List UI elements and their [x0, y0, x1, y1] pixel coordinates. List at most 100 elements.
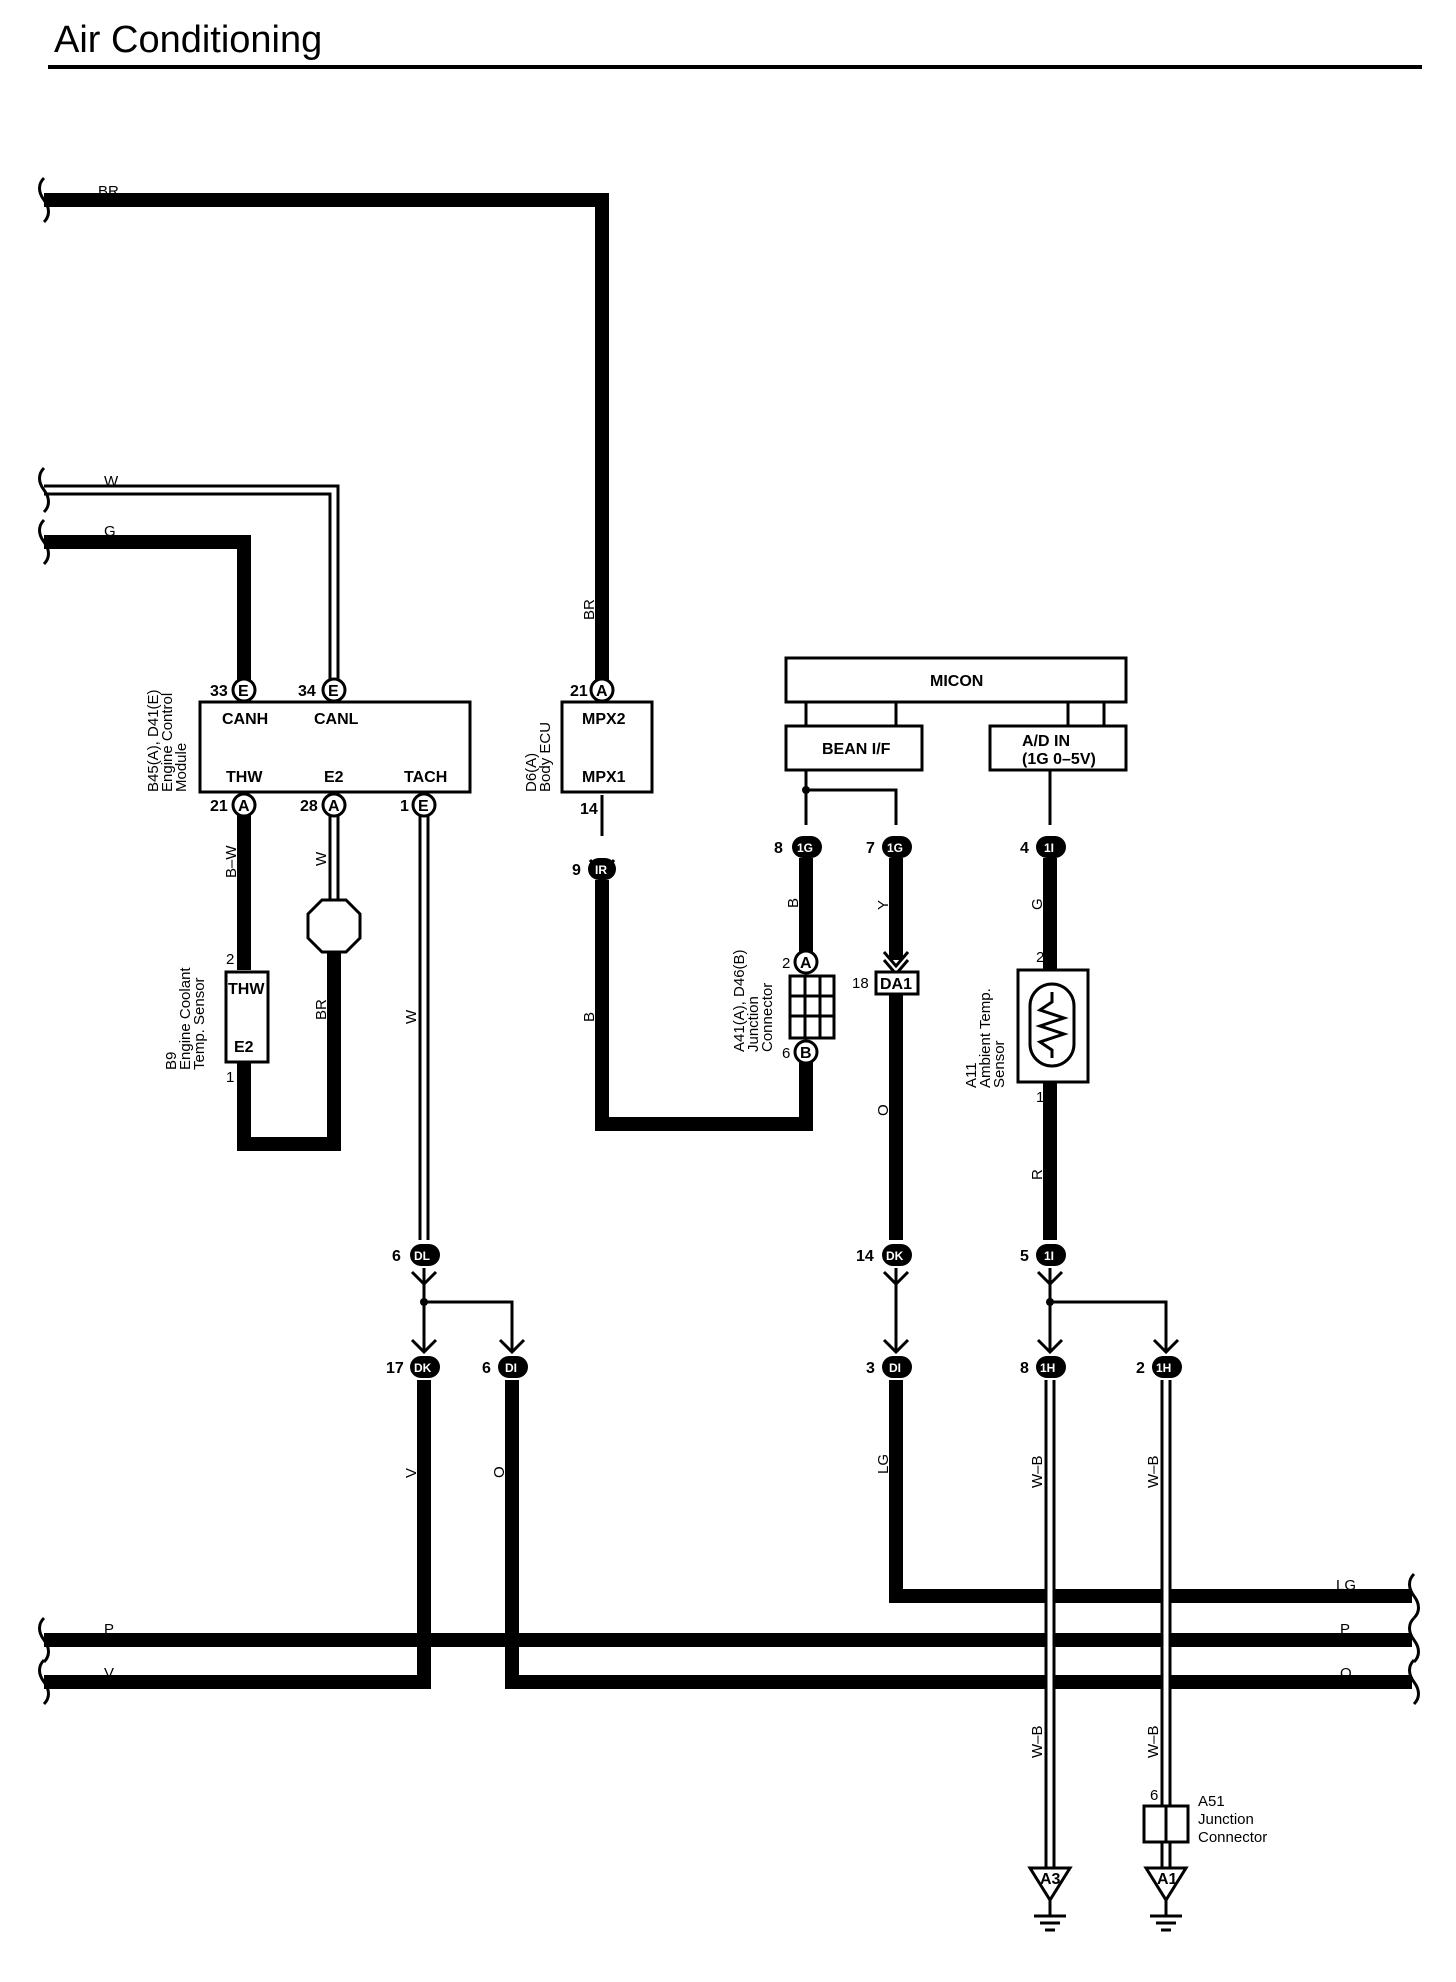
- svg-text:2: 2: [1136, 1360, 1145, 1377]
- wire-label: LG: [1336, 1577, 1356, 1594]
- ecm-canh: CANH: [222, 711, 268, 728]
- svg-text:DK: DK: [886, 1249, 904, 1263]
- connector-dl: DL 6: [392, 1244, 440, 1287]
- svg-text:8: 8: [1020, 1360, 1029, 1377]
- sensor-e2: E2: [234, 1039, 254, 1056]
- pin-number: 6: [1150, 1787, 1158, 1804]
- pin-conn: A: [596, 683, 608, 700]
- ecm-label: B45(A), D41(E): [145, 689, 162, 792]
- wire-label: O: [491, 1466, 508, 1478]
- ecm-tach: TACH: [404, 769, 447, 786]
- micon-bean: BEAN I/F: [822, 741, 891, 758]
- wire-br-top: [44, 193, 609, 686]
- ecm-canl: CANL: [314, 711, 359, 728]
- pin-number: 2: [226, 951, 234, 968]
- ambient-temp-sensor: 2 1 A11 Ambient Temp. Sensor: [963, 949, 1090, 1106]
- pin-number: 2: [1036, 949, 1044, 966]
- pin-number: 33: [210, 683, 228, 700]
- sensor-label: A11: [963, 1062, 980, 1088]
- connector-1g-7: 1G 7: [866, 836, 912, 858]
- wire-label: BR: [98, 183, 119, 200]
- wire-label: B: [785, 898, 802, 908]
- wire-label: P: [104, 1621, 114, 1638]
- svg-text:IR: IR: [595, 863, 607, 877]
- ecm-thw: THW: [226, 769, 263, 786]
- wire-label: V: [403, 1468, 420, 1478]
- svg-text:1G: 1G: [797, 841, 813, 855]
- svg-text:7: 7: [866, 840, 875, 857]
- connector-1h-2: 1H 2: [1136, 1338, 1182, 1378]
- pin-conn: E: [418, 798, 429, 815]
- svg-text:DI: DI: [505, 1361, 517, 1375]
- micon-title: MICON: [930, 673, 983, 690]
- octagon-icon: [306, 898, 362, 954]
- junction-connector-a41: A 2 B 6 A41(A), D46(B) Junction Connecto…: [731, 949, 836, 1065]
- svg-text:DI: DI: [889, 1361, 901, 1375]
- pin-conn: B: [800, 1045, 812, 1062]
- connector-di-6: DI 6: [482, 1338, 528, 1378]
- pin-number: 1: [1036, 1089, 1044, 1106]
- wire-label: W–B: [1029, 1455, 1046, 1488]
- wire-label: O: [875, 1104, 892, 1116]
- wire-label: W: [104, 473, 119, 490]
- connector-1h-8: 1H 8: [1020, 1338, 1066, 1378]
- ecm-label: Module: [173, 743, 190, 792]
- sensor-label: Ambient Temp.: [977, 988, 994, 1088]
- svg-text:3: 3: [866, 1360, 875, 1377]
- svg-text:DK: DK: [414, 1361, 432, 1375]
- svg-text:5: 5: [1020, 1248, 1029, 1265]
- wire-label: G: [104, 523, 116, 540]
- pin-number: 2: [782, 955, 790, 972]
- ecu-mpx1: MPX1: [582, 769, 626, 786]
- svg-text:1I: 1I: [1044, 1249, 1054, 1263]
- jc-label: Junction: [745, 996, 762, 1052]
- wire-label: W–B: [1145, 1725, 1162, 1758]
- wire-label: W–B: [1145, 1455, 1162, 1488]
- wire-br-loop: [237, 950, 341, 1151]
- wire-label: P: [1340, 1621, 1350, 1638]
- pin-number: 28: [300, 798, 318, 815]
- pin-number: 14: [580, 801, 598, 818]
- pin-conn: A: [238, 798, 250, 815]
- svg-text:1I: 1I: [1044, 841, 1054, 855]
- wire-v: [44, 1380, 431, 1689]
- jc-label: Connector: [759, 983, 776, 1052]
- pin-number: 1: [400, 798, 409, 815]
- wire-b-ecu: [595, 880, 813, 1131]
- sensor-label: Engine Coolant: [177, 967, 194, 1070]
- ground-a3: A3: [1027, 1866, 1073, 1932]
- pin-number: 21: [570, 683, 588, 700]
- junction-dots: [420, 786, 1054, 1306]
- pin-conn: E: [328, 683, 339, 700]
- wire-label: B: [581, 1012, 598, 1022]
- sensor-label: Temp. Sensor: [191, 977, 208, 1070]
- svg-text:8: 8: [774, 840, 783, 857]
- page-title: Air Conditioning: [54, 19, 322, 61]
- ecm-e2: E2: [324, 769, 344, 786]
- wire-label: B–W: [223, 845, 240, 878]
- svg-text:6: 6: [392, 1248, 401, 1265]
- wire-label: O: [1340, 1665, 1352, 1682]
- pin-conn: E: [238, 683, 249, 700]
- pin-number: 1: [226, 1069, 234, 1086]
- engine-control-module: CANH CANL THW E2 TACH B45(A), D41(E) Eng…: [145, 677, 472, 818]
- micon-unit: MICON BEAN I/F A/D IN (1G 0–5V): [784, 656, 1128, 772]
- ecu-label: Body ECU: [537, 722, 554, 792]
- micon-adin: A/D IN: [1022, 733, 1070, 750]
- svg-text:1H: 1H: [1040, 1361, 1055, 1375]
- ground-label: A3: [1040, 1871, 1061, 1888]
- wire-labels: BR W G BR B–W W BR W B B Y G O R V O LG …: [98, 183, 1356, 1758]
- svg-text:14: 14: [856, 1248, 874, 1265]
- svg-text:4: 4: [1020, 840, 1029, 857]
- connector-dk-17: DK 17: [386, 1338, 440, 1378]
- ground-label: A1: [1157, 1871, 1178, 1888]
- pin-number: 34: [298, 683, 316, 700]
- da1-connector: DA1 18: [852, 951, 920, 996]
- wire-o-di: [505, 1380, 1412, 1689]
- wire-g-canh: [44, 535, 251, 686]
- wire-label: Y: [875, 900, 892, 910]
- connector-ir: IR 9: [572, 858, 616, 880]
- connector-dk-14: DK 14: [856, 1244, 912, 1287]
- ecm-label: Engine Control: [159, 693, 176, 792]
